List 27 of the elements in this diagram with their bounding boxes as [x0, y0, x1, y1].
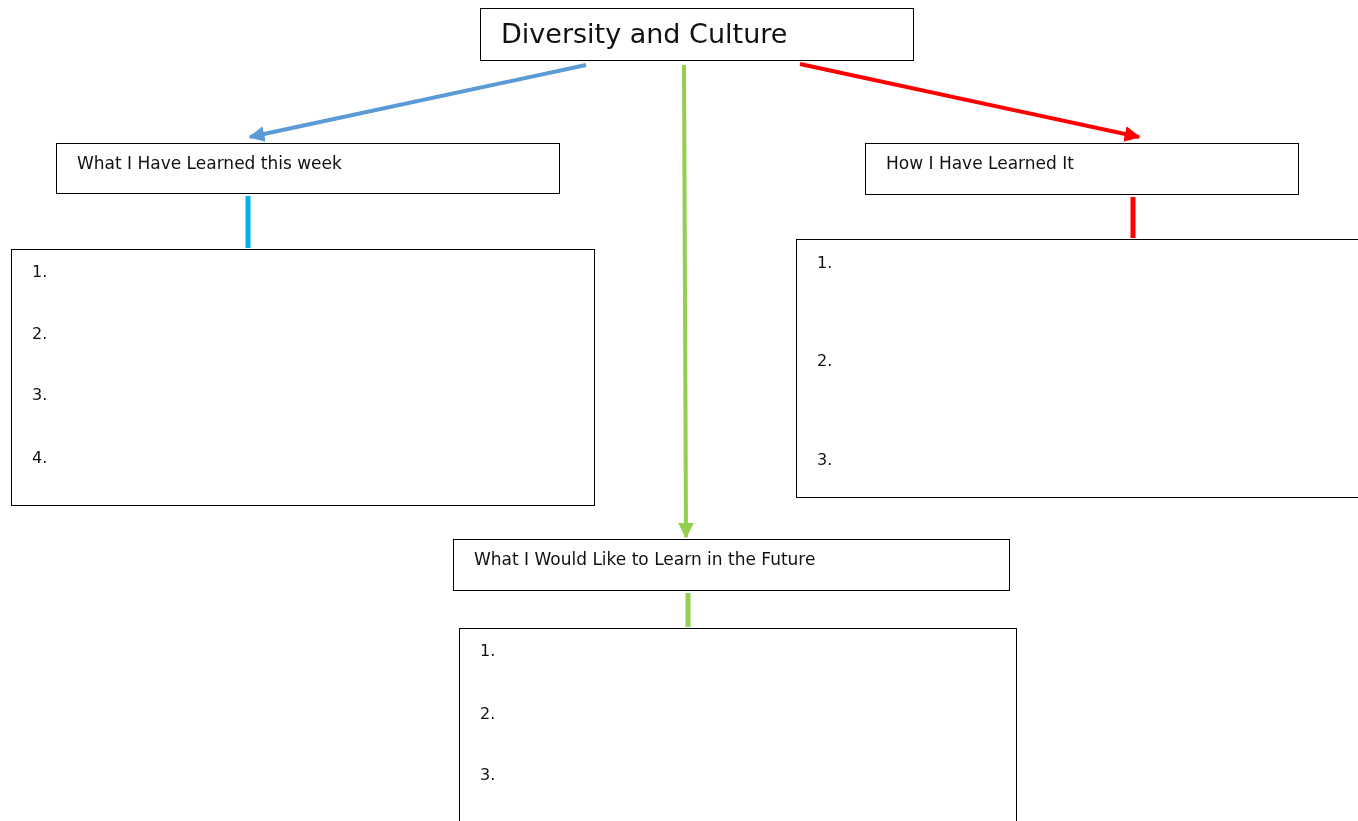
arrow	[799, 62, 1141, 142]
list-box	[11, 249, 595, 506]
connector-line	[1130, 197, 1136, 238]
heading-box	[56, 143, 560, 194]
list-number: 3.	[480, 765, 496, 784]
connector-line	[245, 196, 251, 248]
arrow	[248, 63, 587, 142]
heading-text: What I Have Learned this week	[77, 153, 342, 173]
heading-box	[453, 539, 1010, 591]
heading-text: How I Have Learned It	[886, 153, 1074, 173]
list-number: 2.	[32, 324, 48, 343]
list-number: 1.	[32, 262, 48, 281]
heading-text: Diversity and Culture	[501, 18, 788, 49]
title-box	[480, 8, 914, 61]
list-number: 1.	[817, 253, 833, 272]
list-box	[796, 239, 1358, 498]
heading-box	[865, 143, 1299, 195]
list-number: 3.	[32, 385, 48, 404]
list-number: 2.	[480, 704, 496, 723]
list-box	[459, 628, 1017, 821]
list-number: 3.	[817, 450, 833, 469]
list-number: 1.	[480, 641, 496, 660]
list-number: 2.	[817, 351, 833, 370]
connector-line	[685, 593, 691, 627]
arrow	[677, 65, 694, 539]
list-number: 4.	[32, 448, 48, 467]
heading-text: What I Would Like to Learn in the Future	[474, 549, 816, 569]
